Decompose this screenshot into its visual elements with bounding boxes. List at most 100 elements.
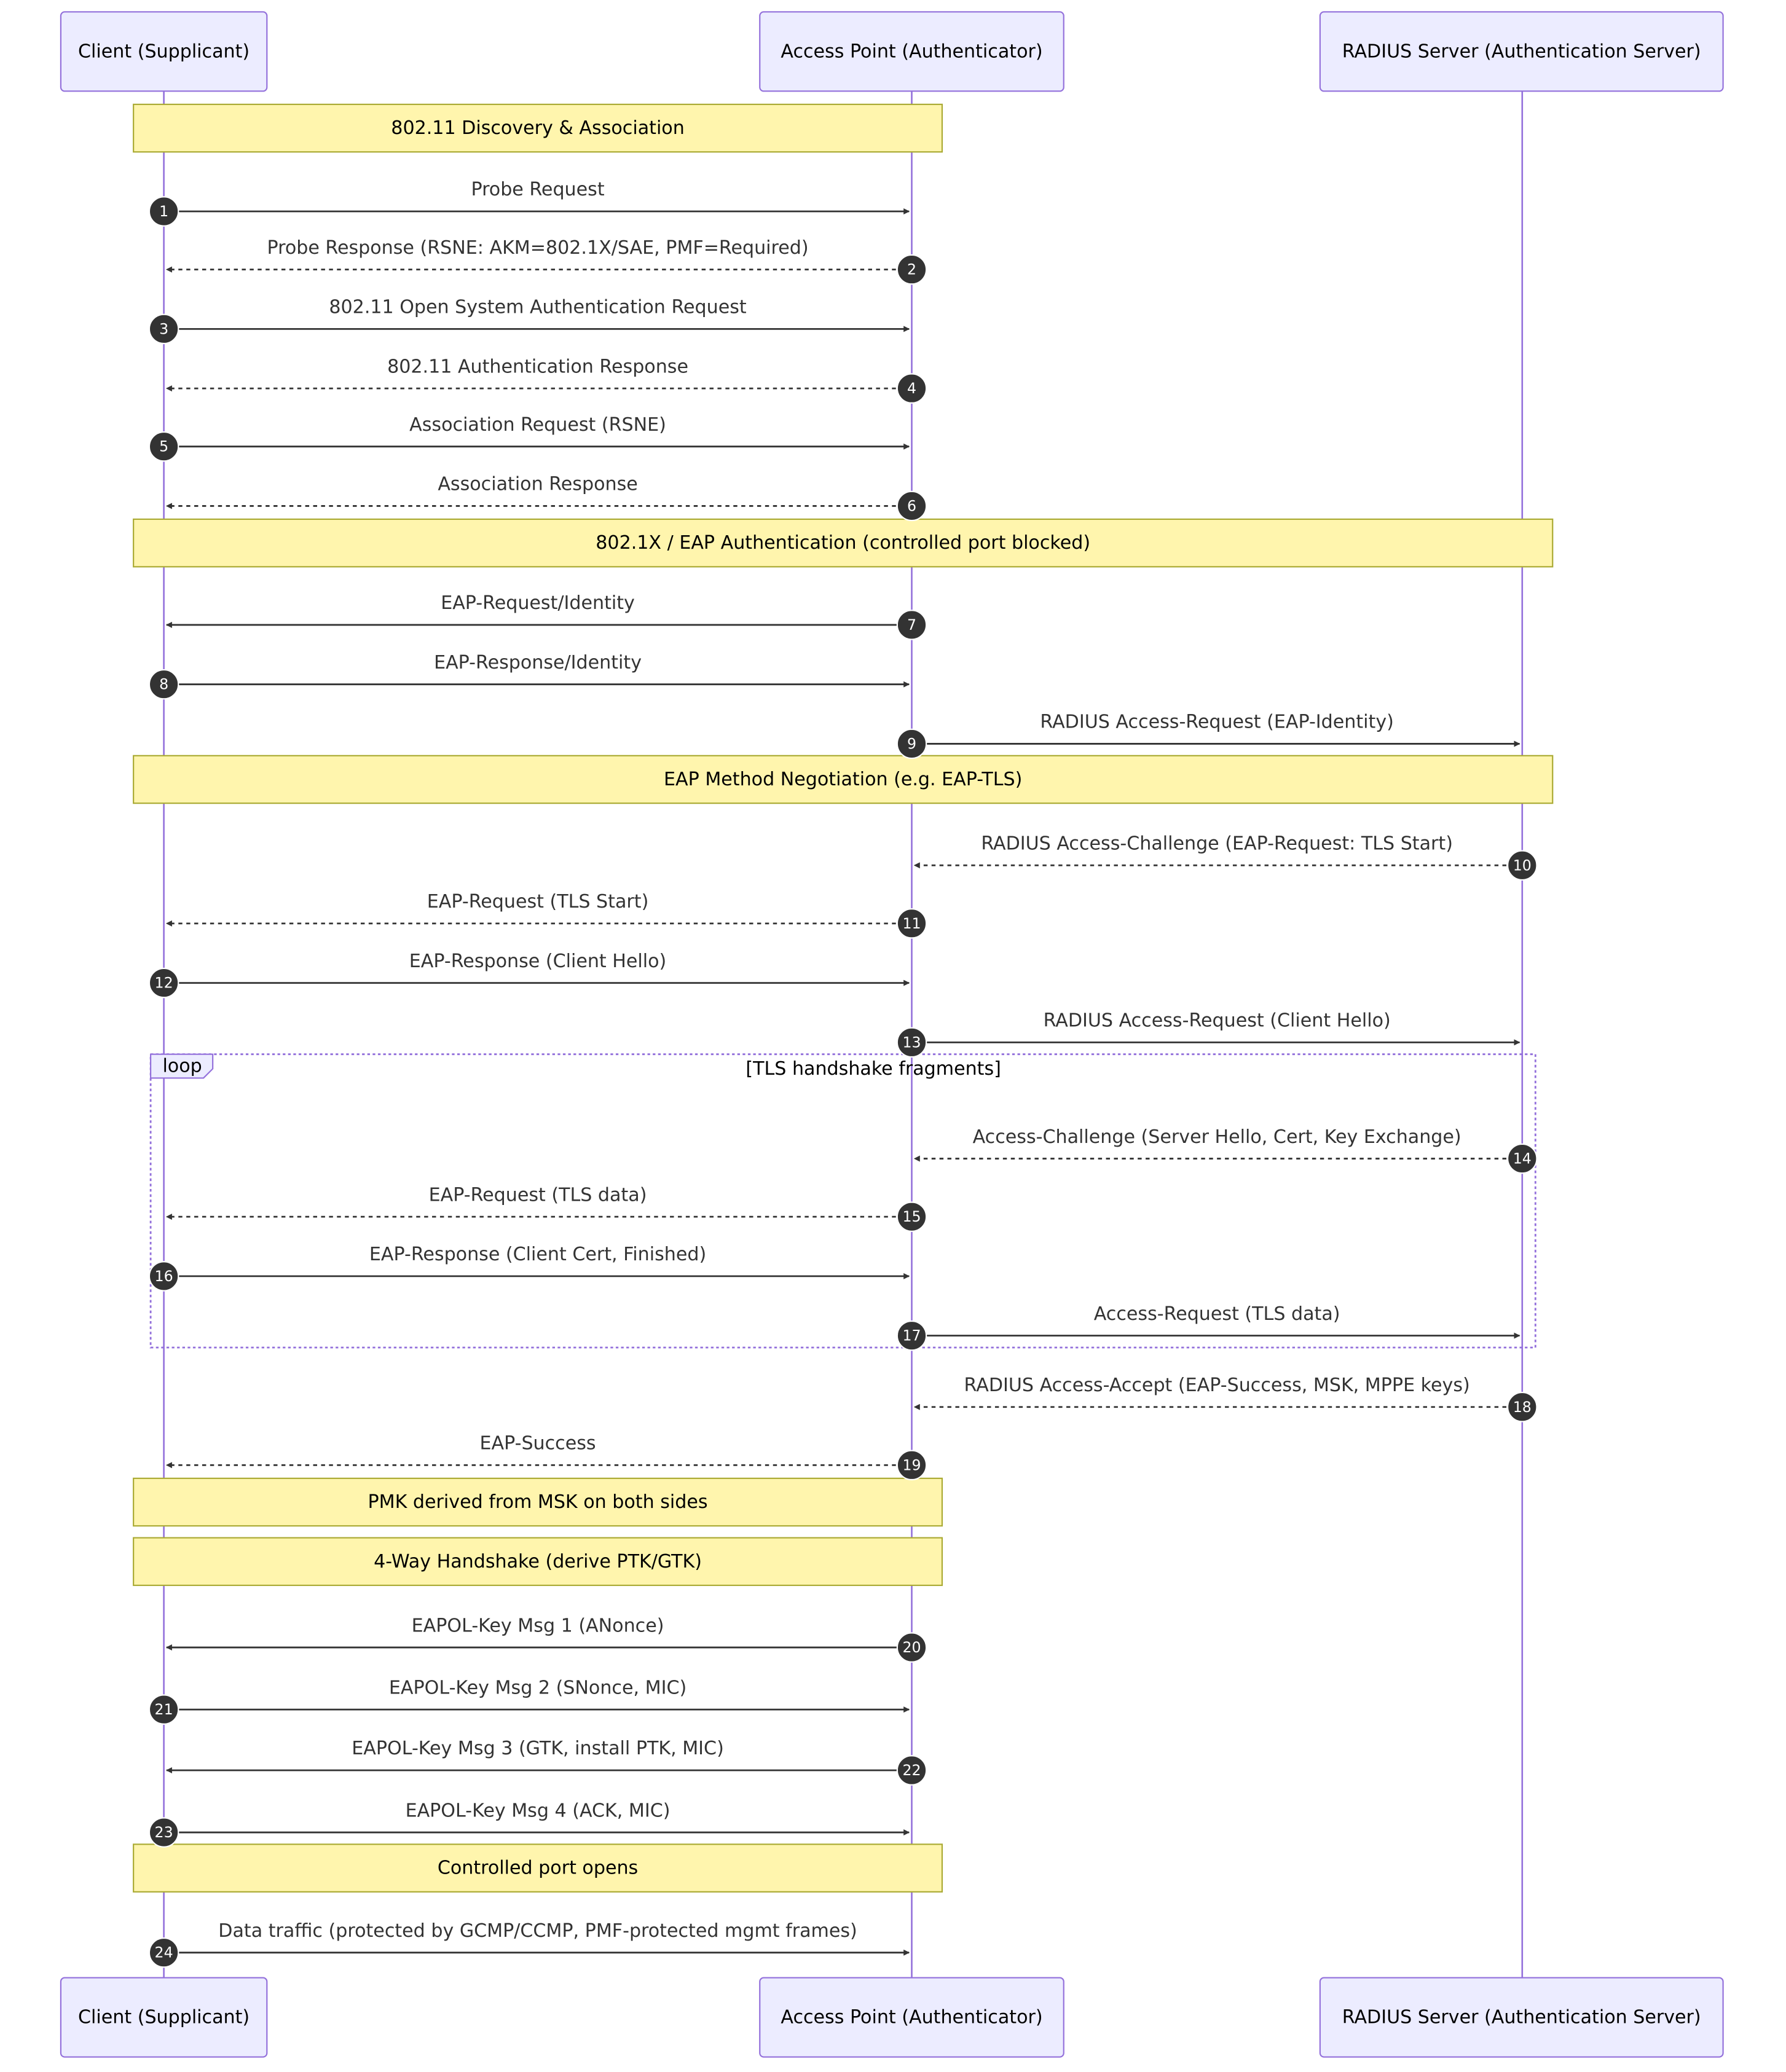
message-label-15: EAP-Request (TLS data) [429, 1184, 647, 1206]
note-text: Controlled port opens [438, 1858, 638, 1879]
sequence-number-badge-20 [896, 1632, 927, 1663]
message-label-7: EAP-Request/Identity [441, 592, 635, 614]
message-label-11: EAP-Request (TLS Start) [427, 891, 649, 912]
message-label-5: Association Request (RSNE) [409, 414, 666, 436]
message-label-19: EAP-Success [480, 1433, 596, 1454]
sequence-number-badge-21 [148, 1694, 179, 1725]
notes: 802.11 Discovery & Association 802.1X / E… [133, 103, 1554, 1893]
sequence-number-7: 7 [907, 616, 916, 634]
message-label-1: Probe Request [471, 179, 604, 200]
sequence-number-15: 15 [902, 1208, 921, 1225]
sequence-number-11: 11 [902, 915, 921, 932]
sequence-number-13: 13 [902, 1034, 921, 1051]
sequence-number-24: 24 [155, 1944, 173, 1961]
note-text: 802.11 Discovery & Association [391, 117, 685, 139]
message-label-2: Probe Response (RSNE: AKM=802.1X/SAE, PM… [267, 237, 808, 259]
message-label-24: Data traffic (protected by GCMP/CCMP, PM… [218, 1920, 857, 1942]
participant-label-ap-bottom: Access Point (Authenticator) [781, 2007, 1042, 2028]
message-label-9: RADIUS Access-Request (EAP-Identity) [1040, 712, 1393, 733]
sequence-number-23: 23 [155, 1824, 173, 1841]
participant-label-radius-bottom: RADIUS Server (Authentication Server) [1342, 2007, 1701, 2028]
sequence-number-20: 20 [902, 1639, 921, 1656]
note-text: 802.1X / EAP Authentication (controlled … [596, 532, 1090, 554]
participant-label-radius-top: RADIUS Server (Authentication Server) [1342, 41, 1701, 62]
sequence-number-17: 17 [902, 1327, 921, 1344]
message-label-16: EAP-Response (Client Cert, Finished) [369, 1244, 706, 1265]
sequence-number-badge-7 [896, 610, 927, 640]
message-label-23: EAPOL-Key Msg 4 (ACK, MIC) [406, 1800, 671, 1821]
message-label-10: RADIUS Access-Challenge (EAP-Request: TL… [981, 833, 1453, 854]
note-box [133, 1537, 943, 1587]
sequence-number-badge-8 [148, 669, 179, 700]
sequence-number-9: 9 [907, 735, 916, 752]
note-text: EAP Method Negotiation (e.g. EAP-TLS) [664, 769, 1022, 790]
sequence-number-badge-14 [1507, 1143, 1538, 1174]
sequence-number-badge-19 [896, 1450, 927, 1481]
message-label-14: Access-Challenge (Server Hello, Cert, Ke… [973, 1126, 1461, 1148]
sequence-number-badge-17 [896, 1320, 927, 1351]
participant-box-client-top [60, 11, 268, 92]
loop-title: [TLS handshake fragments] [745, 1058, 1001, 1080]
note-box [133, 1477, 943, 1527]
sequence-number-18: 18 [1513, 1399, 1532, 1416]
note-box [133, 103, 943, 153]
sequence-number-badge-5 [148, 431, 179, 462]
message-label-6: Association Response [438, 474, 637, 495]
sequence-number-badge-16 [148, 1261, 179, 1292]
message-label-17: Access-Request (TLS data) [1094, 1303, 1340, 1325]
sequence-number-5: 5 [159, 438, 168, 455]
participant-label-client-bottom: Client (Supplicant) [78, 2007, 250, 2028]
participants: Client (Supplicant)Client (Supplicant)Ac… [60, 11, 1724, 2058]
sequence-number-22: 22 [902, 1762, 921, 1779]
note-box [133, 755, 1554, 804]
sequence-number-2: 2 [907, 261, 916, 278]
sequence-number-badge-2 [896, 254, 927, 285]
participant-box-ap-top [759, 11, 1064, 92]
sequence-number-1: 1 [159, 203, 168, 220]
message-label-18: RADIUS Access-Accept (EAP-Success, MSK, … [964, 1375, 1470, 1396]
message-label-12: EAP-Response (Client Hello) [409, 951, 667, 972]
note-box [133, 1843, 943, 1893]
message-label-8: EAP-Response/Identity [434, 652, 642, 673]
sequence-number-badge-18 [1507, 1392, 1538, 1423]
participant-box-client-bottom [60, 1977, 268, 2058]
sequence-number-badge-6 [896, 490, 927, 522]
sequence-number-badge-15 [896, 1201, 927, 1232]
loop-label-tab [150, 1053, 214, 1079]
sequence-number-16: 16 [155, 1268, 173, 1285]
participant-label-ap-top: Access Point (Authenticator) [781, 41, 1042, 62]
sequence-number-badge-12 [148, 967, 179, 999]
loop-frame [149, 1053, 1536, 1349]
sequence-number-badge-4 [896, 373, 927, 404]
note-text: PMK derived from MSK on both sides [368, 1491, 708, 1513]
sequence-number-badge-13 [896, 1027, 927, 1058]
sequence-number-4: 4 [907, 380, 916, 397]
sequence-number-badge-22 [896, 1755, 927, 1786]
loop-label: loop [162, 1056, 202, 1077]
sequence-number-14: 14 [1513, 1150, 1532, 1167]
participant-box-radius-bottom [1319, 1977, 1724, 2058]
message-label-22: EAPOL-Key Msg 3 (GTK, install PTK, MIC) [352, 1738, 724, 1759]
sequence-number-21: 21 [155, 1701, 173, 1718]
message-label-20: EAPOL-Key Msg 1 (ANonce) [412, 1615, 664, 1636]
sequence-number-3: 3 [159, 320, 168, 337]
message-label-3: 802.11 Open System Authentication Reques… [329, 297, 747, 318]
sequence-number-badge-23 [148, 1817, 179, 1848]
message-label-13: RADIUS Access-Request (Client Hello) [1044, 1010, 1391, 1032]
message-label-4: 802.11 Authentication Response [387, 356, 688, 377]
sequence-number-badge-1 [148, 196, 179, 227]
note-box [133, 518, 1554, 568]
participant-box-ap-bottom [759, 1977, 1064, 2058]
sequence-number-badge-3 [148, 313, 179, 345]
participant-box-radius-top [1319, 11, 1724, 92]
message-label-21: EAPOL-Key Msg 2 (SNonce, MIC) [389, 1677, 686, 1698]
sequence-number-6: 6 [907, 497, 916, 514]
loop-frames: loop [TLS handshake fragments] [149, 1053, 1536, 1349]
sequence-number-8: 8 [159, 676, 168, 693]
sequence-number-12: 12 [155, 975, 173, 992]
sequence-number-badge-10 [1507, 850, 1538, 881]
sequence-number-badge-11 [896, 908, 927, 939]
